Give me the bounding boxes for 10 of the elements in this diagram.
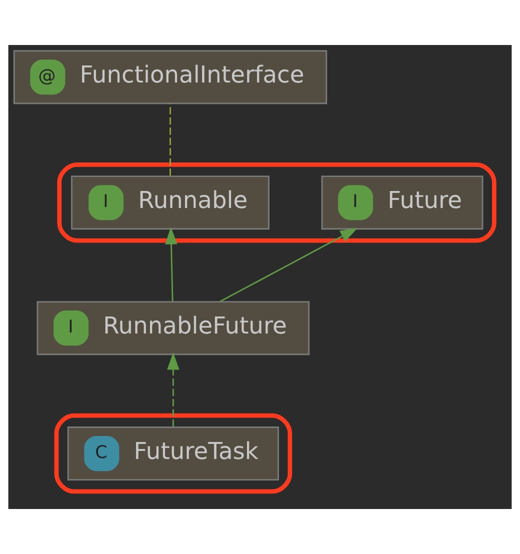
connector <box>170 104 171 176</box>
arrow <box>220 228 358 302</box>
arrow <box>167 352 180 427</box>
node-box: I RunnableFuture <box>36 301 310 356</box>
node-box: I Runnable <box>71 176 270 230</box>
node-box: C FutureTask <box>67 426 279 481</box>
node-box: @ FunctionalInterface <box>13 50 328 104</box>
arrow <box>165 226 178 302</box>
cluster <box>54 413 292 494</box>
node-box: I Future <box>321 176 484 230</box>
